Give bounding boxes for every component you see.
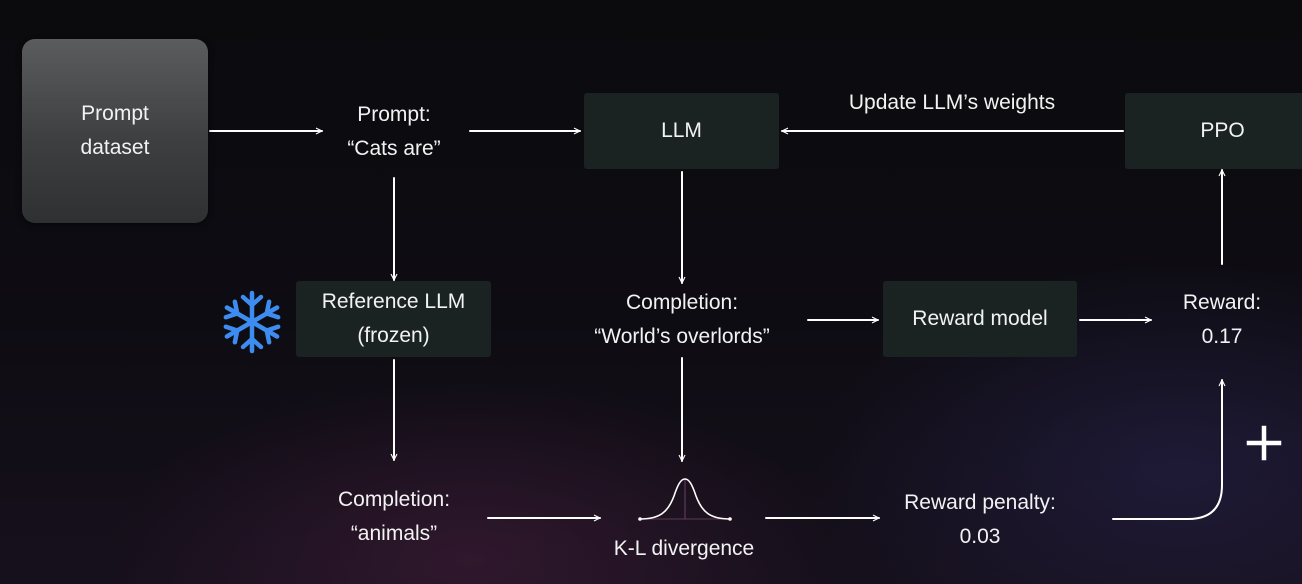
update-weights-label: Update LLM’s weights [848, 91, 1056, 114]
completion-main-line1: Completion: [625, 291, 739, 314]
reference-llm-node: Reference LLM (frozen) [296, 281, 491, 357]
reward-model-node: Reward model [883, 281, 1077, 357]
snowflake-icon [220, 290, 284, 354]
ppo-label: PPO [1200, 119, 1245, 142]
arrow-penalty-to-reward [1112, 379, 1226, 520]
reward-label: Reward: 0.17 [1162, 286, 1282, 354]
reward-line1: Reward: [1182, 291, 1262, 314]
completion-ref-label: Completion: “animals” [314, 483, 474, 551]
prompt-label: Prompt: “Cats are” [314, 98, 474, 166]
reward-penalty-label: Reward penalty: 0.03 [880, 486, 1080, 554]
prompt-line1: Prompt: [357, 103, 431, 126]
reward-penalty-line1: Reward penalty: [904, 491, 1056, 514]
completion-main-label: Completion: “World’s overlords” [562, 286, 802, 354]
completion-main-line2: “World’s overlords” [594, 325, 770, 348]
prompt-dataset-node: Prompt dataset [22, 39, 208, 223]
completion-ref-line2: “animals” [350, 522, 438, 545]
kl-divergence-label: K-L divergence [613, 537, 755, 560]
prompt-dataset-line2: dataset [80, 136, 150, 159]
reference-llm-line2: (frozen) [357, 324, 430, 347]
reference-llm-line1: Reference LLM [321, 290, 466, 313]
prompt-dataset-line1: Prompt [81, 102, 149, 125]
bell-curve-icon [638, 478, 732, 521]
reward-model-label: Reward model [912, 307, 1048, 330]
reward-value: 0.17 [1201, 325, 1243, 348]
llm-node: LLM [584, 93, 779, 169]
plus-icon [1246, 425, 1282, 461]
llm-label: LLM [661, 119, 702, 142]
ppo-node: PPO [1125, 93, 1302, 169]
completion-ref-line1: Completion: [337, 488, 451, 511]
reward-penalty-value: 0.03 [959, 525, 1001, 548]
prompt-line2: “Cats are” [347, 137, 441, 160]
